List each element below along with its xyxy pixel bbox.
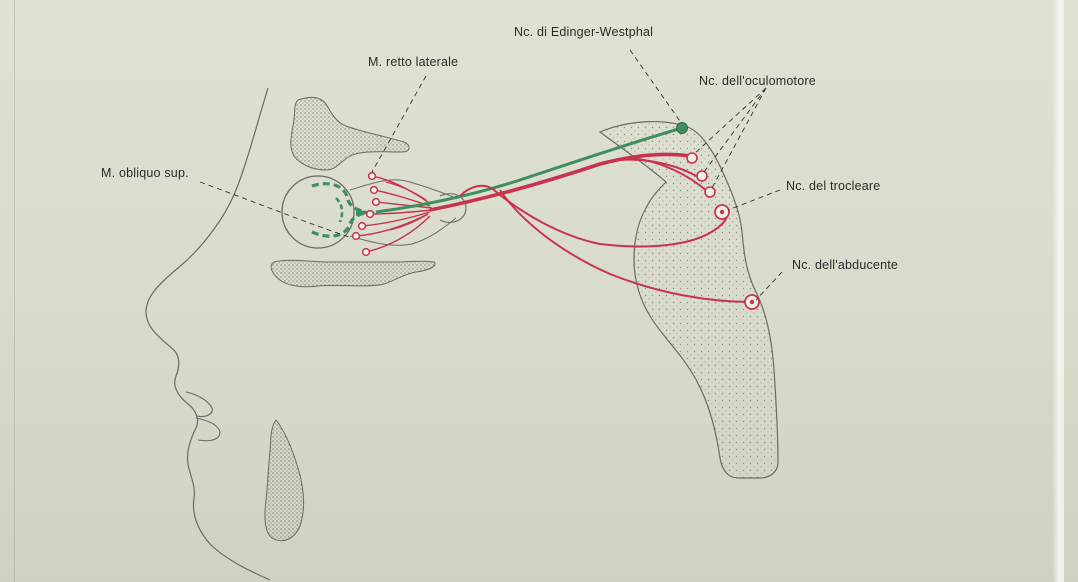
red-oculomotor-branch-a — [619, 158, 701, 179]
red-trochlear-loop — [459, 184, 728, 248]
red-fiber-terminals — [351, 171, 381, 257]
mandible-bone-shape — [264, 419, 305, 542]
label-obliquo-sup: M. obliquo sup. — [101, 166, 189, 180]
abducent-nucleus — [744, 294, 760, 310]
label-leader-lines — [199, 49, 783, 301]
red-abducent-nerve — [499, 189, 753, 303]
lip-outline — [185, 391, 221, 442]
brainstem-outline — [598, 121, 779, 479]
maxilla-bone-shape — [270, 259, 436, 288]
label-abducente: Nc. dell'abducente — [792, 258, 899, 272]
optic-canal-outline — [439, 193, 467, 223]
frontal-bone-shape — [290, 96, 410, 171]
red-muscle-fibers — [355, 175, 433, 253]
green-dashed-fiber-upper — [311, 182, 367, 214]
face-profile-outline — [145, 87, 271, 581]
trochlear-nucleus — [714, 204, 730, 220]
label-retto-laterale: M. retto laterale — [368, 55, 459, 69]
label-oculomotore: Nc. dell'oculomotore — [699, 74, 816, 88]
label-trocleare: Nc. del trocleare — [786, 179, 881, 193]
label-edinger-westphal: Nc. di Edinger-Westphal — [514, 25, 654, 39]
green-dashed-fiber-inner — [335, 197, 344, 223]
green-edinger-westphal-trunk — [375, 126, 683, 214]
edinger-westphal-nucleus — [676, 122, 688, 134]
red-oculomotor-branch-b — [629, 157, 709, 193]
oculomotor-nuclei — [686, 152, 716, 198]
eyeball-outline — [281, 175, 355, 249]
red-oculomotor-trunk — [429, 152, 691, 212]
